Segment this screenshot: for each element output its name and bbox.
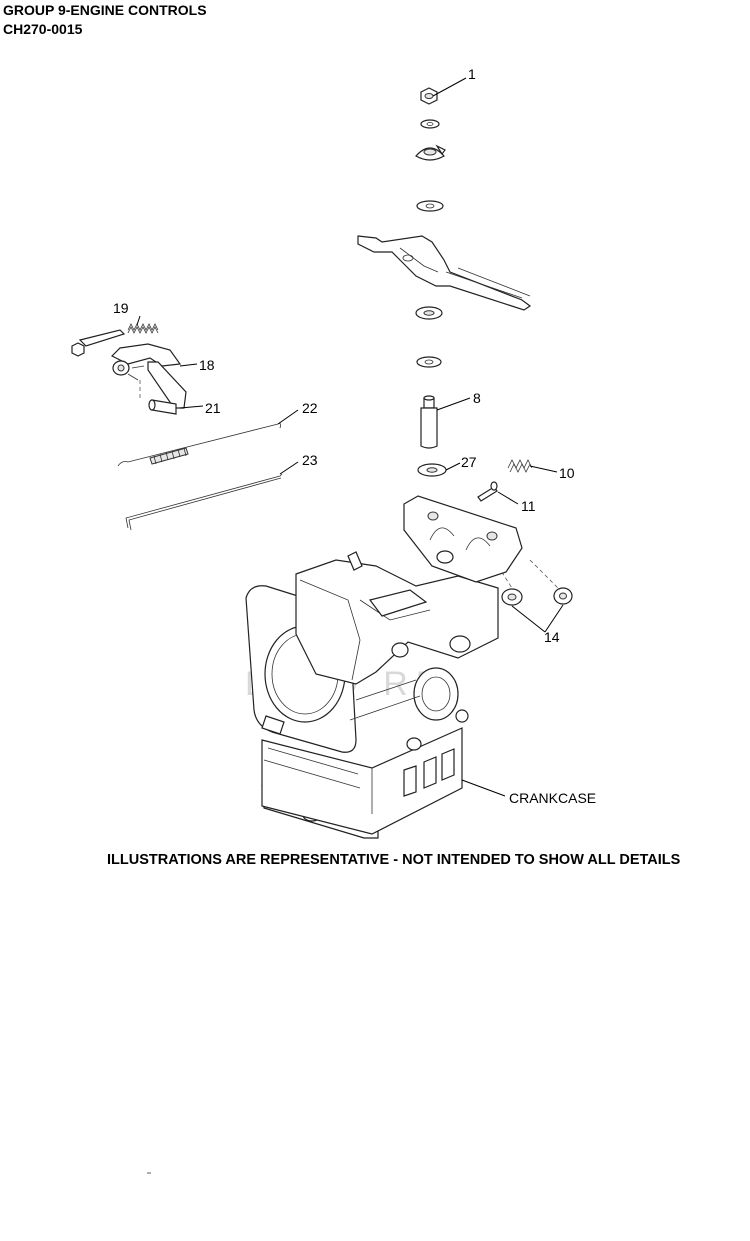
part-bushing-14a[interactable] <box>501 588 523 606</box>
part-washer-2[interactable] <box>416 200 444 212</box>
leader-lines <box>136 77 564 797</box>
part-nut-1[interactable] <box>420 87 438 105</box>
part-lever-18[interactable] <box>71 329 187 409</box>
part-pin-11[interactable] <box>477 481 498 502</box>
callout-23: 23 <box>302 452 318 468</box>
part-link-spring-22[interactable] <box>117 423 282 467</box>
part-washer-3[interactable] <box>415 306 443 320</box>
callout-27: 27 <box>461 454 477 470</box>
callout-22: 22 <box>302 400 318 416</box>
callout-21: 21 <box>205 400 221 416</box>
part-pin-21[interactable] <box>148 399 177 415</box>
part-spring-19[interactable] <box>127 323 159 334</box>
callout-8: 8 <box>473 390 481 406</box>
disclaimer: ILLUSTRATIONS ARE REPRESENTATIVE - NOT I… <box>107 852 681 868</box>
part-washer-top[interactable] <box>420 119 440 129</box>
callout-18: 18 <box>199 357 215 373</box>
model-code: CH270-0015 <box>3 21 83 37</box>
part-crankcase[interactable] <box>245 495 523 839</box>
page-title: GROUP 9-ENGINE CONTROLS <box>3 2 207 18</box>
part-governor-lever[interactable] <box>357 235 532 311</box>
callout-14: 14 <box>544 629 560 645</box>
part-bushing-14b[interactable] <box>553 587 573 605</box>
callout-19: 19 <box>113 300 129 316</box>
callout-crankcase: CRANKCASE <box>509 790 596 806</box>
part-washer-4[interactable] <box>416 356 442 368</box>
part-governor-cap[interactable] <box>415 144 446 161</box>
assembly-leader-14 <box>493 559 561 591</box>
callout-11: 11 <box>521 498 536 514</box>
part-spring-10[interactable] <box>507 459 533 473</box>
part-rod-23[interactable] <box>125 473 283 531</box>
callout-1: 1 <box>468 66 476 82</box>
part-washer-27[interactable] <box>417 463 447 477</box>
part-cross-shaft-8[interactable] <box>420 395 438 449</box>
callout-10: 10 <box>559 465 575 481</box>
